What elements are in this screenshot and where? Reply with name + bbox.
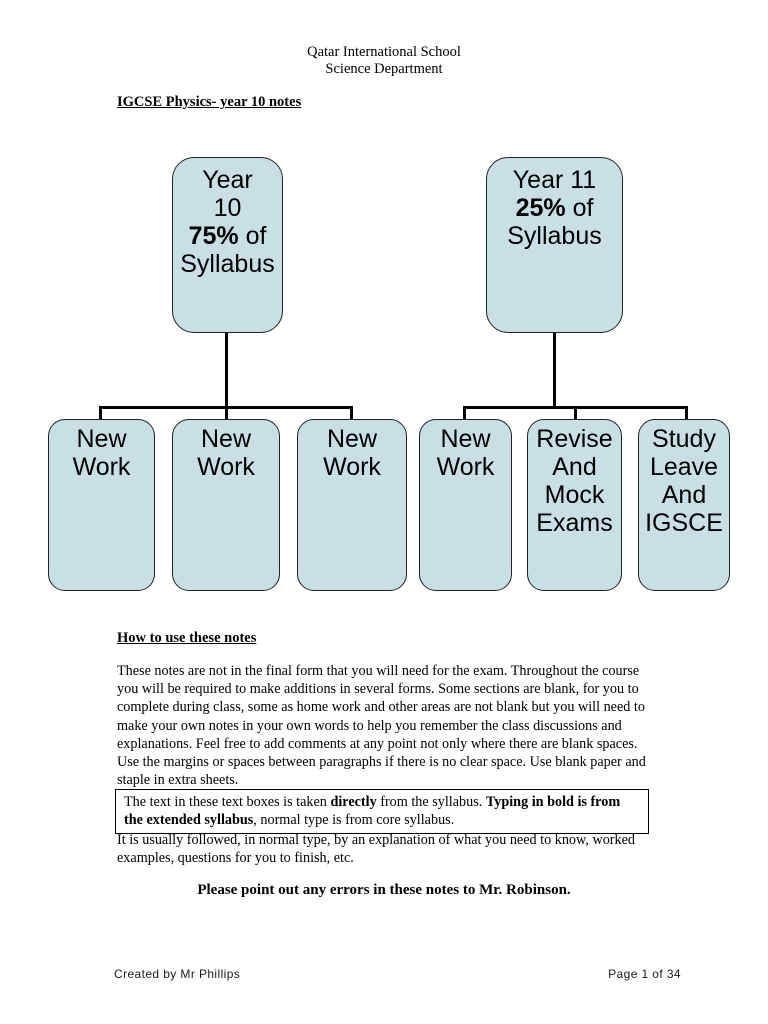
syllabus-note-box: The text in these text boxes is taken di… [115, 789, 649, 835]
year11-box: Year 11 25% of Syllabus [486, 157, 623, 333]
connector-year11-vertical [553, 333, 556, 408]
doc-title: IGCSE Physics- year 10 notes [117, 94, 302, 110]
year10-line4: Syllabus [180, 250, 275, 278]
connector-right-stub2 [574, 406, 577, 420]
revise-mock-exams-box: Revise And Mock Exams [527, 419, 622, 591]
connector-right-stub1 [463, 406, 466, 420]
errors-notice: Please point out any errors in these not… [197, 882, 571, 898]
department-name: Science Department [325, 61, 443, 77]
new-work-box-1: New Work [48, 419, 155, 591]
new-work-box-4: New Work [419, 419, 512, 591]
year10-line1: Year [202, 166, 253, 194]
connector-year10-vertical [225, 333, 228, 408]
new-work-box-3: New Work [297, 419, 407, 591]
school-name: Qatar International School [307, 44, 461, 60]
year11-percentage: 25% of [515, 194, 594, 222]
how-to-use-heading: How to use these notes [117, 630, 257, 646]
intro-paragraph: These notes are not in the final form th… [117, 663, 646, 789]
year11-line3: Syllabus [507, 222, 602, 250]
connector-left-stub3 [350, 406, 353, 420]
footer-author: Created by Mr Phillips [114, 967, 241, 981]
year11-line1: Year 11 [512, 166, 597, 194]
document-header: Qatar International School Science Depar… [0, 44, 768, 78]
study-leave-igsce-box: Study Leave And IGSCE [638, 419, 730, 591]
page-footer: Created by Mr Phillips Page 1 of 34 [114, 967, 681, 981]
explanation-paragraph: It is usually followed, in normal type, … [117, 832, 635, 867]
new-work-box-2: New Work [172, 419, 280, 591]
connector-left-stub1 [99, 406, 102, 420]
connector-left-stub2 [225, 406, 228, 420]
footer-page-number: Page 1 of 34 [608, 967, 681, 981]
year10-percentage: 75% of [188, 222, 267, 250]
year10-box: Year 10 75% of Syllabus [172, 157, 283, 333]
year10-line2: 10 [213, 194, 242, 222]
connector-right-stub3 [685, 406, 688, 420]
